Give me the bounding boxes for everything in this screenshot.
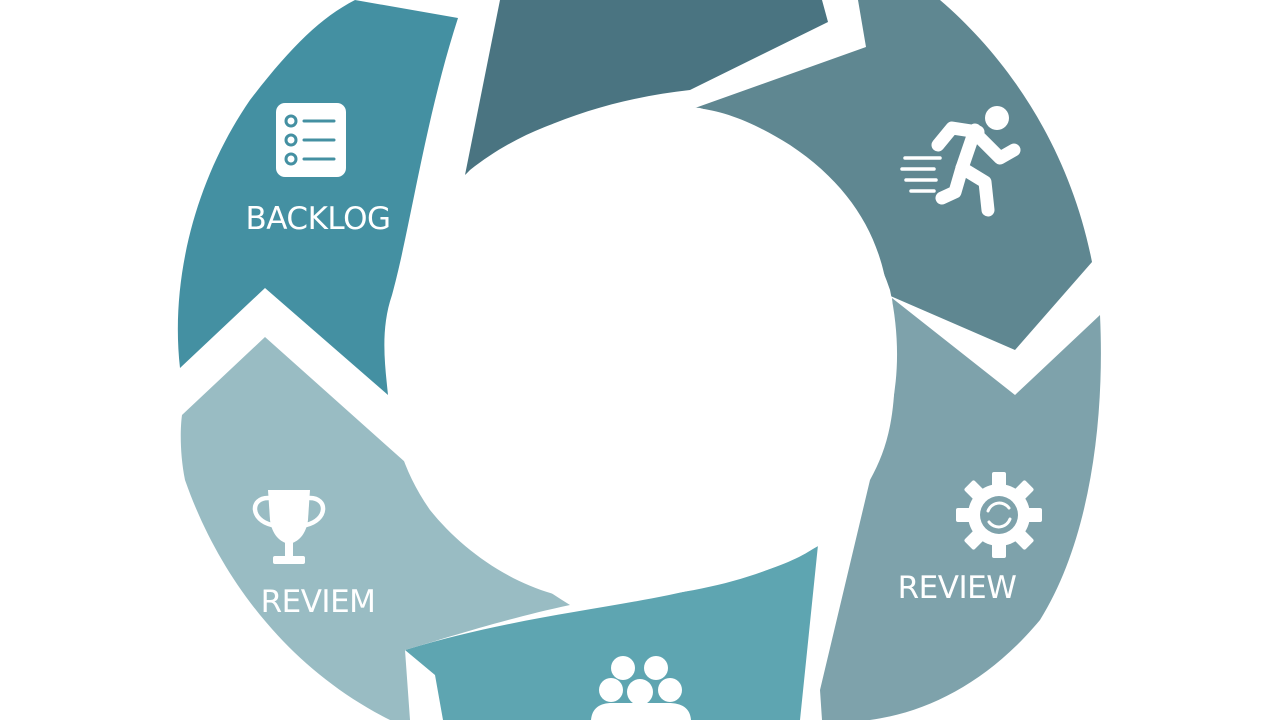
segment-backlog (177, 0, 458, 395)
segment-sprint (695, 0, 1092, 350)
trophy-icon (252, 490, 326, 564)
checklist-icon (276, 103, 346, 177)
segment-review-left (180, 337, 570, 720)
label-backlog: BACKLOG (246, 201, 391, 237)
running-person-icon (900, 106, 1021, 217)
gear-icon (956, 472, 1042, 558)
center-void (388, 105, 898, 601)
segment-team (405, 545, 818, 720)
label-review-right: REVIEW (898, 570, 1017, 606)
label-review-left: REVIEM (261, 584, 376, 620)
segment-top (465, 0, 828, 175)
team-icon (591, 656, 691, 720)
